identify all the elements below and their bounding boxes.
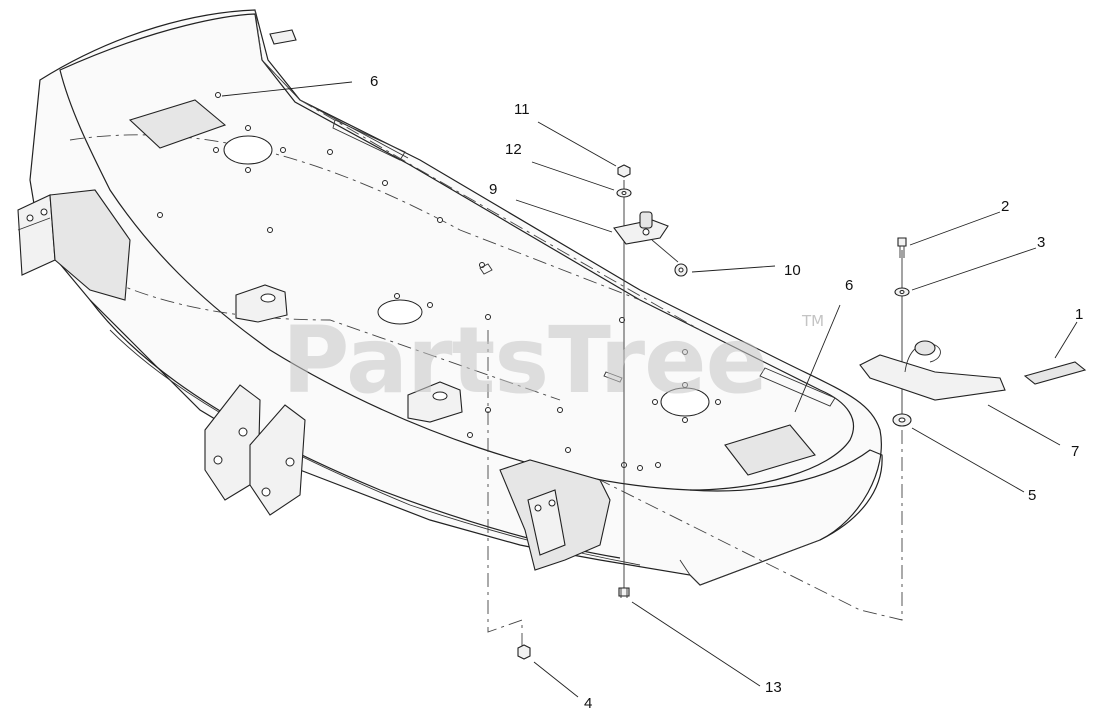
decal-right: [724, 424, 816, 476]
nut-11: [617, 164, 631, 178]
nut-4: [517, 644, 531, 660]
partstree-watermark: PartsTree TM: [282, 307, 824, 414]
mower-deck: [29, 9, 883, 586]
bolt-13: [618, 587, 630, 597]
callout-12: 12: [505, 141, 522, 158]
pad-1: [1023, 361, 1087, 385]
callout-labels: 6 11 12 9 10 2 3 1 6 7 5 4 13: [370, 73, 1083, 712]
callout-10: 10: [784, 262, 801, 279]
callout-5: 5: [1028, 487, 1036, 504]
callout-11: 11: [514, 101, 530, 118]
baffle-clip-center: [407, 381, 463, 423]
callout-9: 9: [489, 181, 497, 198]
front-gauge-bracket: [499, 459, 611, 571]
leader-lines: [221, 81, 1078, 698]
callout-4: 4: [584, 695, 592, 712]
right-hardware: [599, 237, 1087, 621]
bolt-2: [897, 237, 907, 247]
deck-holes: [157, 92, 721, 471]
callout-6-left: 6: [370, 73, 378, 90]
knob-hardware-stack: [613, 164, 688, 598]
callout-3: 3: [1037, 234, 1045, 251]
callout-13: 13: [765, 679, 782, 696]
callout-1: 1: [1075, 306, 1083, 323]
callout-2: 2: [1001, 198, 1009, 215]
front-hitch-brackets: [204, 384, 306, 516]
chute-7: [859, 354, 1006, 401]
watermark-trademark: TM: [801, 312, 824, 330]
callout-6-right: 6: [845, 277, 853, 294]
left-hitch-bracket: [17, 189, 131, 301]
baffle-clip-left: [235, 284, 288, 323]
washer-4-assembly: [487, 330, 531, 660]
callout-7: 7: [1071, 443, 1079, 460]
decal-left: [128, 99, 227, 149]
watermark-text: PartsTree: [282, 307, 767, 414]
